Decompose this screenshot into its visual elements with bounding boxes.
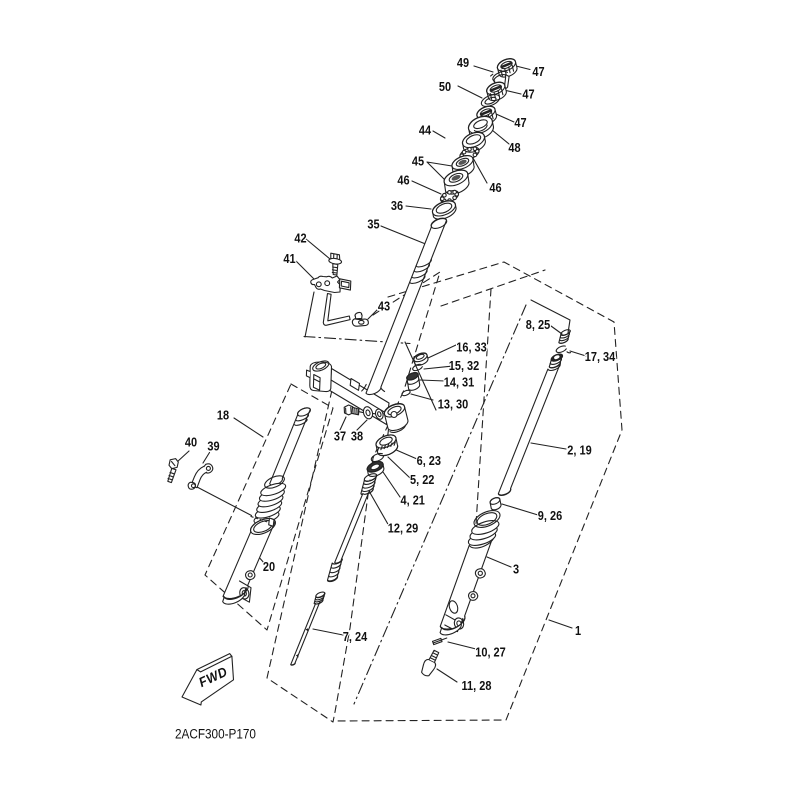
- bearing-cover-lower: [461, 131, 486, 153]
- part-label-6-23: 6, 23: [417, 453, 442, 468]
- washer-38: [362, 406, 384, 420]
- dashed-line-upper: [440, 269, 546, 307]
- part-label-14-31: 14, 31: [444, 375, 475, 390]
- part-label-47: 47: [532, 64, 545, 79]
- oring-13: [401, 389, 411, 397]
- bracket-39: [187, 463, 214, 490]
- cap-bolt-8: [558, 329, 571, 344]
- part-label-45: 45: [412, 154, 425, 169]
- part-label-11-28: 11, 28: [462, 678, 492, 693]
- part-label-10-27: 10, 27: [475, 645, 506, 660]
- part-label-46: 46: [397, 173, 410, 188]
- part-label-47: 47: [522, 87, 535, 102]
- figure-code: 2ACF300-P170: [175, 726, 256, 742]
- left-fork-outer-tube: [222, 517, 276, 605]
- clip-17: [555, 345, 572, 354]
- fwd-arrow: [181, 653, 235, 706]
- stay-41: [322, 292, 351, 326]
- part-label-13-30: 13, 30: [438, 397, 469, 412]
- part-label-5-22: 5, 22: [410, 472, 435, 487]
- inner-tube-2: [497, 353, 564, 497]
- part-label-4-21: 4, 21: [401, 493, 426, 508]
- cap-16: [413, 352, 429, 366]
- part-label-8-25: 8, 25: [526, 317, 551, 332]
- steering-stem: [361, 217, 448, 396]
- part-label-18: 18: [217, 408, 230, 423]
- leader-cap-bolt: [530, 299, 571, 334]
- dashed-line-vertical: [474, 288, 492, 541]
- bolt-40: [167, 458, 179, 484]
- bolt-42: [328, 252, 343, 276]
- cover-6: [375, 428, 399, 457]
- part-label-44: 44: [419, 123, 432, 138]
- part-label-36: 36: [391, 198, 404, 213]
- part-label-49: 49: [457, 55, 470, 70]
- clip-15: [412, 363, 423, 372]
- dust-seal: [431, 200, 457, 220]
- clip-5: [370, 452, 385, 463]
- part-label-1: 1: [575, 623, 581, 638]
- part-label-48: 48: [508, 140, 521, 155]
- part-label-37: 37: [334, 429, 347, 444]
- leader-lines: [176, 65, 587, 683]
- drain-bolt-11: [421, 649, 440, 677]
- bolt-37: [343, 404, 364, 416]
- bearing-race-lower: [443, 169, 470, 195]
- assembly-box-right: [334, 261, 623, 722]
- part-label-17-34: 17, 34: [585, 349, 616, 364]
- leader-39-long: [197, 486, 253, 517]
- bushing-14: [406, 372, 421, 391]
- part-label-20: 20: [263, 559, 276, 574]
- seal-4: [366, 460, 385, 477]
- part-label-9-26: 9, 26: [538, 508, 563, 523]
- leader-bracket-solid: [304, 291, 437, 411]
- part-label-35: 35: [367, 217, 380, 232]
- part-label-47: 47: [514, 115, 527, 130]
- pin-10: [432, 637, 448, 646]
- part-label-39: 39: [207, 439, 220, 454]
- part-label-43: 43: [378, 299, 391, 314]
- centerline-fork: [353, 304, 527, 705]
- assembly-box-left: [204, 383, 334, 631]
- part-label-12-29: 12, 29: [388, 521, 419, 536]
- part-label-42: 42: [294, 231, 307, 246]
- part-label-46: 46: [489, 180, 502, 195]
- damper-rod-7: [290, 591, 326, 666]
- steering-nut-top: [496, 58, 518, 78]
- lower-bracket-left-head: [305, 360, 333, 393]
- left-fork-hidden-bolt: [250, 515, 275, 527]
- bracket-41: [310, 275, 352, 294]
- part-label-2-19: 2, 19: [567, 443, 592, 458]
- part-label-16-33: 16, 33: [456, 340, 487, 355]
- part-label-7-24: 7, 24: [343, 629, 368, 644]
- bushing-9: [489, 497, 502, 511]
- assembly-box-middle: [266, 271, 441, 723]
- damper-rod-12: [326, 473, 378, 583]
- part-label-40: 40: [185, 435, 198, 450]
- right-fork-outer-tube: [439, 510, 501, 636]
- part-label-50: 50: [439, 79, 452, 94]
- part-label-3: 3: [513, 562, 519, 577]
- part-label-41: 41: [283, 251, 296, 266]
- washer-50: [480, 94, 501, 107]
- clamp-43: [351, 311, 369, 327]
- part-label-15-32: 15, 32: [449, 358, 480, 373]
- lower-bracket-boss: [383, 402, 409, 433]
- part-label-38: 38: [351, 429, 364, 444]
